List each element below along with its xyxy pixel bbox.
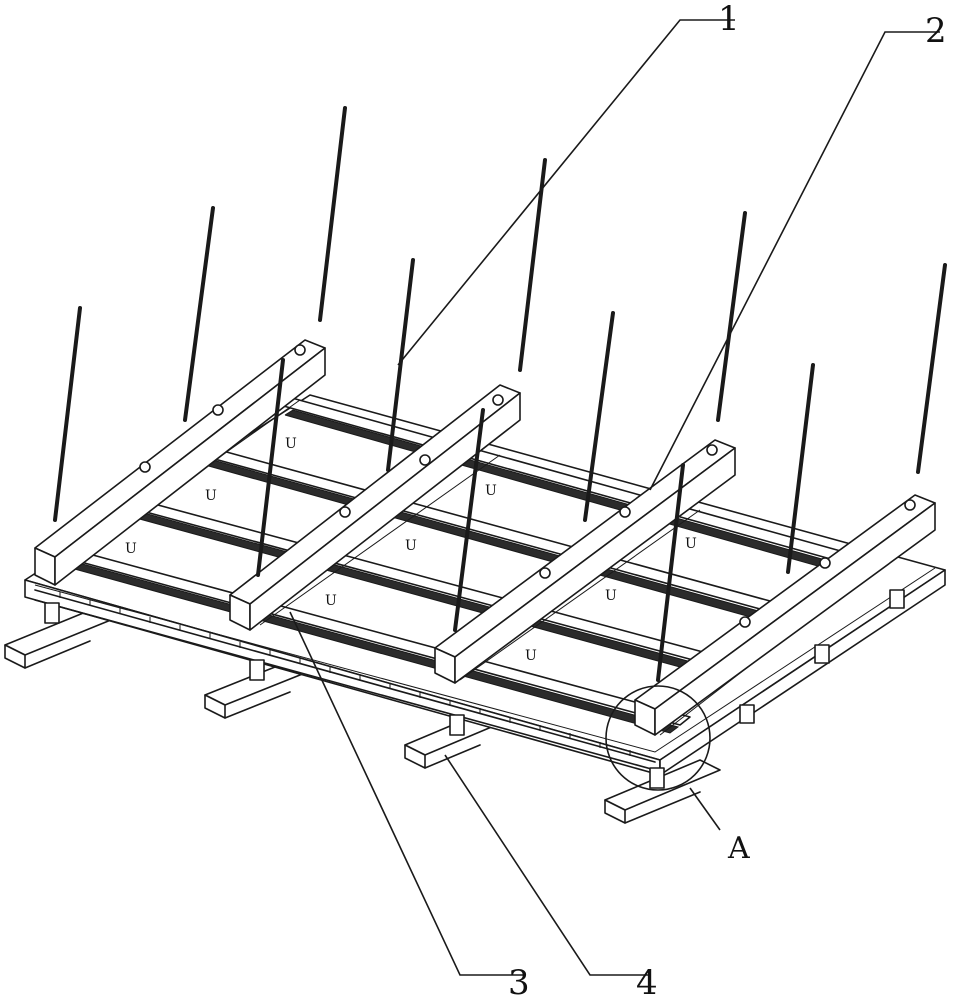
detail-circle-a: [605, 685, 711, 791]
svg-text:U: U: [285, 436, 297, 452]
part-labels: 1 2 3 4 A: [508, 0, 947, 1003]
label-part-3: 3: [508, 963, 530, 1000]
beam-4: [634, 494, 936, 736]
hanger-rods: [53, 106, 947, 682]
svg-text:U: U: [685, 536, 697, 552]
overhead-beams: [34, 339, 936, 736]
beam-2: [229, 384, 521, 631]
svg-text:U: U: [125, 541, 137, 557]
clamp-marks: U U U U U U U U U: [125, 436, 697, 664]
label-part-1: 1: [718, 0, 740, 39]
svg-text:U: U: [485, 483, 497, 499]
svg-text:U: U: [525, 648, 537, 664]
label-detail-a: A: [727, 831, 750, 866]
beam-3: [434, 439, 736, 684]
label-part-2: 2: [925, 11, 947, 51]
svg-text:U: U: [405, 538, 417, 554]
svg-text:U: U: [325, 593, 337, 609]
label-part-4: 4: [636, 963, 658, 1000]
leader-lines: [289, 19, 940, 976]
beam-1: [34, 339, 326, 586]
front-rail-scale: [59, 592, 631, 756]
svg-text:U: U: [605, 588, 617, 604]
svg-text:U: U: [205, 488, 217, 504]
